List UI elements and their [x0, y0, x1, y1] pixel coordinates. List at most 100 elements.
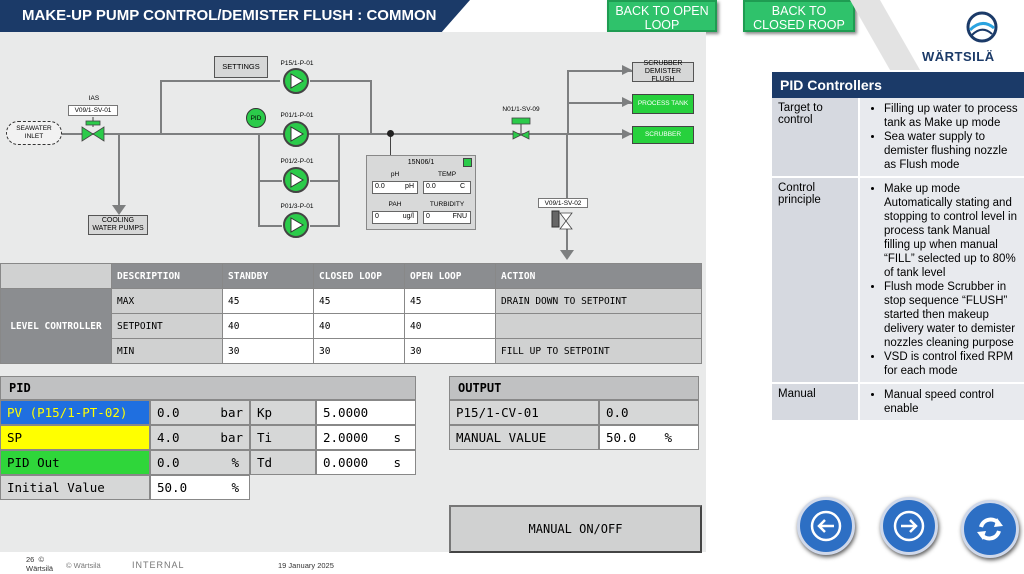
output-title: OUTPUT	[449, 376, 699, 400]
kp-input[interactable]: 5.0000	[316, 400, 416, 425]
page-number: 26 ©	[26, 555, 45, 564]
sp-label: SP	[0, 425, 150, 450]
manual-value-label: MANUAL VALUE	[449, 425, 599, 450]
row-action: DRAIN DOWN TO SETPOINT	[495, 288, 702, 314]
header-decoration	[850, 0, 920, 70]
arrow-right-icon	[622, 65, 632, 75]
valve-tag-sv01: V09/1-SV-01	[68, 105, 118, 116]
pid-controllers-panel: PID Controllers Target to control Fillin…	[772, 72, 1024, 422]
panel-title: PID Controllers	[772, 72, 1024, 98]
row-action: FILL UP TO SETPOINT	[495, 338, 702, 364]
ph-label: pH	[390, 171, 400, 178]
arrow-right-icon	[622, 97, 632, 107]
refresh-button[interactable]	[961, 500, 1019, 558]
arrow-down-icon	[560, 250, 574, 260]
panel-row-manual: Manual Manual speed control enable	[772, 384, 1024, 422]
seawater-inlet: SEAWATER INLET	[6, 121, 62, 145]
initial-value-label: Initial Value	[0, 475, 150, 500]
open-min-input[interactable]: 30	[404, 338, 496, 364]
row-desc: MIN	[111, 338, 223, 364]
settings-button[interactable]: SETTINGS	[214, 56, 268, 78]
pump-p01-1[interactable]	[283, 121, 309, 147]
pah-field: 0 ug/l	[372, 211, 418, 224]
header-action: ACTION	[495, 263, 702, 289]
footer-company: Wärtsilä	[26, 564, 54, 573]
header-standby: STANDBY	[222, 263, 314, 289]
pump-icon	[290, 217, 304, 233]
page-title: MAKE-UP PUMP CONTROL/DEMISTER FLUSH : CO…	[0, 0, 470, 32]
open-max-input[interactable]: 45	[404, 288, 496, 314]
open-setpoint-input[interactable]: 40	[404, 313, 496, 339]
pid-out-value: 0.0%	[150, 450, 250, 475]
pump-p01-2[interactable]	[283, 167, 309, 193]
ph-field: 0.0 pH	[372, 181, 418, 194]
footer-date: 19 January 2025	[278, 561, 334, 570]
analyzer-panel: 15N06/1 pH 0.0 pH TEMP 0.0 C PAH 0 ug/l …	[366, 155, 476, 230]
pump-label-p15: P15/1-P-01	[280, 60, 314, 67]
valve-icon[interactable]	[508, 116, 534, 140]
analyzer-status-indicator	[463, 158, 472, 167]
cv-value: 0.0	[599, 400, 699, 425]
back-to-closed-loop-button[interactable]: BACK TO CLOSED ROOP	[743, 0, 855, 32]
forward-arrow-icon	[893, 510, 925, 542]
standby-min-input[interactable]: 30	[222, 338, 314, 364]
analyzer-title: 15N06/1	[407, 159, 435, 166]
back-to-open-loop-button[interactable]: BACK TO OPEN LOOP	[607, 0, 717, 32]
row-desc: SETPOINT	[111, 313, 223, 339]
temp-field: 0.0 C	[423, 181, 471, 194]
valve-icon[interactable]	[80, 117, 106, 143]
pid-badge[interactable]: PID	[246, 108, 266, 128]
ias-label: IAS	[88, 95, 100, 102]
manual-on-off-button[interactable]: MANUAL ON/OFF	[449, 505, 702, 553]
closed-min-input[interactable]: 30	[313, 338, 405, 364]
pump-label-p01-3: P01/3-P-01	[280, 203, 314, 210]
standby-setpoint-input[interactable]: 40	[222, 313, 314, 339]
pah-label: PAH	[388, 201, 402, 208]
back-arrow-icon	[810, 510, 842, 542]
panel-row-target: Target to control Filling up water to pr…	[772, 98, 1024, 178]
logo-text: WÄRTSILÄ	[922, 49, 995, 64]
pump-icon	[290, 126, 304, 142]
header-closed-loop: CLOSED LOOP	[313, 263, 405, 289]
closed-max-input[interactable]: 45	[313, 288, 405, 314]
valve-icon[interactable]	[550, 208, 578, 234]
level-controller-table: DESCRIPTION STANDBY CLOSED LOOP OPEN LOO…	[0, 263, 702, 364]
pid-out-label: PID Out	[0, 450, 150, 475]
initial-value-input[interactable]: 50.0%	[150, 475, 250, 500]
arrow-down-icon	[112, 205, 126, 215]
kp-label: Kp	[250, 400, 316, 425]
pump-p15[interactable]	[283, 68, 309, 94]
cooling-water-pumps: COOLING WATER PUMPS	[88, 215, 148, 235]
level-controller-label: LEVEL CONTROLLER	[0, 288, 112, 364]
valve-tag-sv02: V09/1-SV-02	[538, 198, 588, 208]
ti-label: Ti	[250, 425, 316, 450]
scrubber: SCRUBBER	[632, 126, 694, 144]
back-button[interactable]	[797, 497, 855, 555]
pump-icon	[290, 73, 304, 89]
pump-icon	[290, 172, 304, 188]
cv-label: P15/1-CV-01	[449, 400, 599, 425]
scrubber-demister-flush: SCRUBBER DEMISTER FLUSH	[632, 60, 694, 83]
manual-value-input[interactable]: 50.0%	[599, 425, 699, 450]
forward-button[interactable]	[880, 497, 938, 555]
arrow-right-icon	[622, 129, 632, 139]
closed-setpoint-input[interactable]: 40	[313, 313, 405, 339]
turbidity-field: 0 FNU	[423, 211, 471, 224]
pump-label-p01: P01/1-P-01	[280, 112, 314, 119]
wartsila-logo: WÄRTSILÄ	[922, 10, 1020, 70]
pump-label-p01-2: P01/2-P-01	[280, 158, 314, 165]
pump-p01-3[interactable]	[283, 212, 309, 238]
td-label: Td	[250, 450, 316, 475]
turbidity-label: TURBIDITY	[429, 201, 465, 208]
valve-label-n01: N01/1-SV-09	[502, 106, 540, 113]
standby-max-input[interactable]: 45	[222, 288, 314, 314]
footer-classification: INTERNAL	[132, 560, 185, 570]
pid-title: PID	[0, 376, 416, 400]
pv-label: PV (P15/1-PT-02)	[0, 400, 150, 425]
process-tank: PROCESS TANK	[632, 94, 694, 114]
panel-row-principle: Control principle Make up mode Automatic…	[772, 178, 1024, 384]
